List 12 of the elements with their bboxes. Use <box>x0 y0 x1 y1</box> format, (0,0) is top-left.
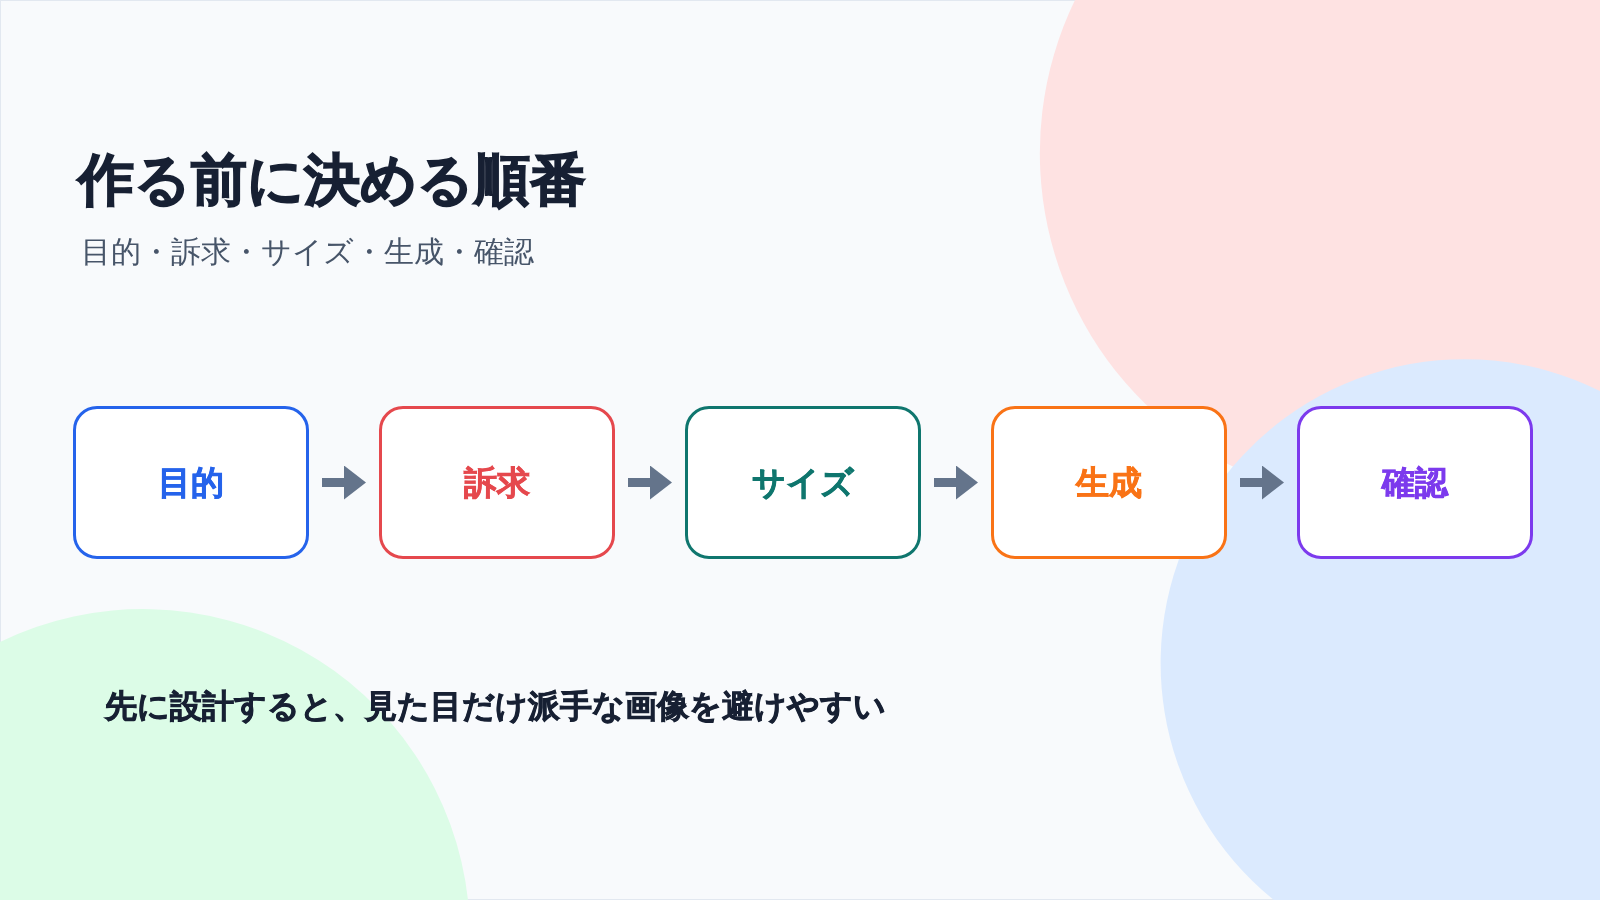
arrow <box>628 465 672 500</box>
step-box: 目的 <box>73 406 309 559</box>
arrow <box>322 465 366 500</box>
takeaway-text: 先に設計すると、見た目だけ派手な画像を避けやすい <box>105 687 886 727</box>
subheading: 目的・訴求・サイズ・生成・確認 <box>81 233 534 270</box>
step-box: 確認 <box>1297 406 1533 559</box>
heading: 作る前に決める順番 <box>78 146 586 213</box>
step-box: 生成 <box>991 406 1227 559</box>
arrow <box>1240 465 1284 500</box>
arrow <box>934 465 978 500</box>
step-box: サイズ <box>685 406 921 559</box>
step-box: 訴求 <box>379 406 615 559</box>
